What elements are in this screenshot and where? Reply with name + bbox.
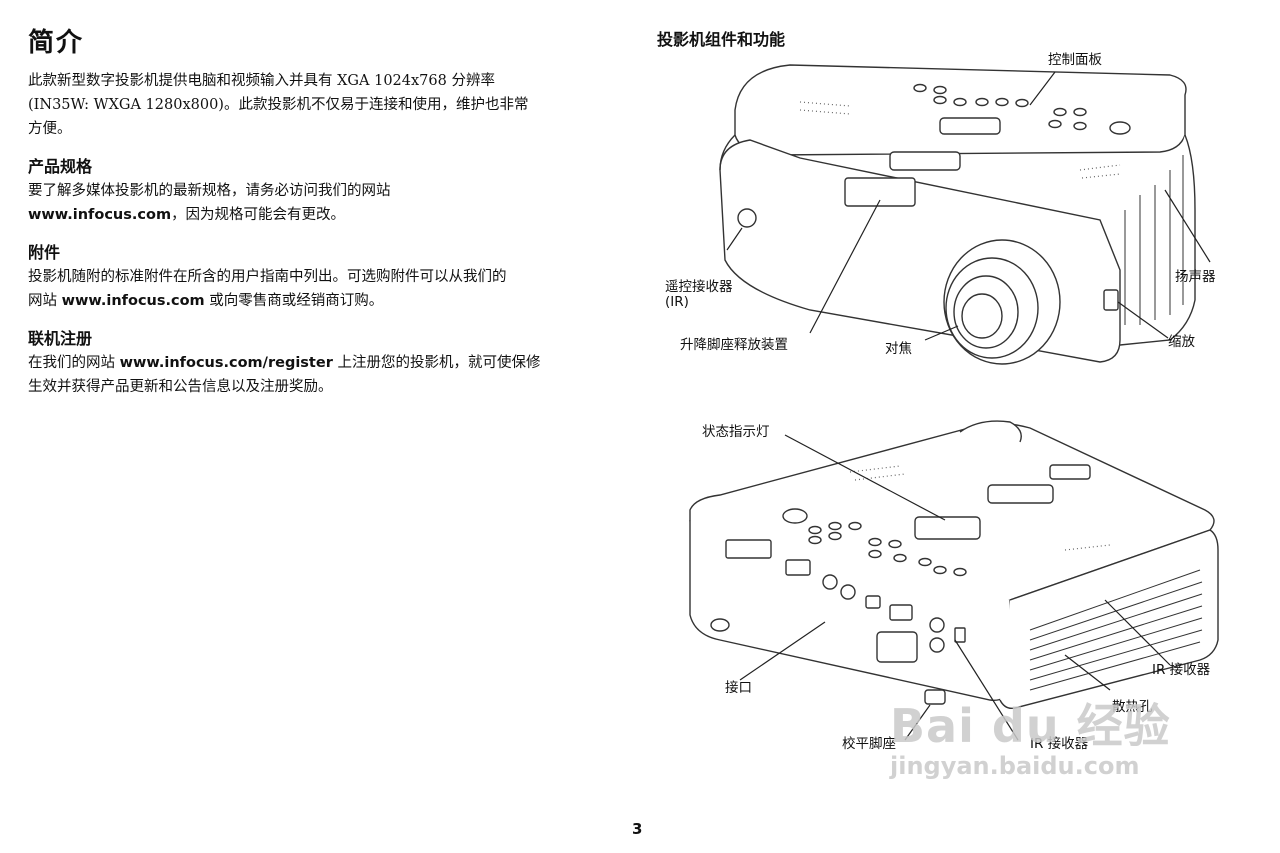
intro-paragraph: 此款新型数字投影机提供电脑和视频输入并具有 XGA 1024x768 分辨率 (… (28, 69, 628, 141)
intro-line: (IN35W: WXGA 1280x800)。此款投影机不仅易于连接和使用，维护… (28, 97, 529, 113)
label-ir-receiver-bottom: IR 接收器 (1030, 736, 1089, 752)
registration-line: 生效并获得产品更新和公告信息以及注册奖励。 (28, 379, 333, 395)
accessories-before-link: 网站 (28, 293, 62, 309)
label-control-panel: 控制面板 (1048, 52, 1102, 68)
page-number: 3 (632, 820, 643, 838)
accessories-link[interactable]: www.infocus.com (61, 293, 205, 309)
front-projector-drawing (719, 64, 1196, 365)
rear-projector-drawing (689, 420, 1219, 710)
registration-title: 联机注册 (28, 329, 93, 348)
specs-title: 产品规格 (28, 157, 93, 176)
label-leveling-foot: 校平脚座 (842, 736, 896, 752)
label-status-light: 状态指示灯 (702, 424, 770, 440)
label-remote-receiver: 遥控接收器 (665, 279, 733, 295)
label-zoom: 缩放 (1168, 334, 1195, 350)
registration-before-link: 在我们的网站 (28, 355, 120, 371)
baidu-watermark: Bai du 经验 jingyan.baidu.com (890, 690, 1171, 780)
label-connectors: 接口 (725, 680, 752, 696)
registration-paragraph: 在我们的网站 www.infocus.com/register 上注册您的投影机… (28, 351, 628, 399)
intro-line: 方便。 (28, 121, 72, 137)
rear-callout-lines (739, 434, 1171, 741)
specs-paragraph: 要了解多媒体投影机的最新规格，请务必访问我们的网站 www.infocus.co… (28, 179, 628, 227)
accessories-after-link: 或向零售商或经销商订购。 (204, 293, 384, 309)
registration-link[interactable]: www.infocus.com/register (119, 355, 333, 371)
watermark-logo: Bai du 经验 (890, 699, 1171, 753)
label-elevator-release: 升降脚座释放装置 (680, 337, 788, 353)
specs-line: 要了解多媒体投影机的最新规格，请务必访问我们的网站 (28, 183, 391, 199)
label-ir-receiver-right: IR 接收器 (1152, 662, 1211, 678)
intro-line: 此款新型数字投影机提供电脑和视频输入并具有 XGA 1024x768 分辨率 (28, 73, 495, 89)
specs-link[interactable]: www.infocus.com (28, 207, 172, 223)
accessories-title: 附件 (28, 243, 61, 262)
front-callout-lines (726, 71, 1211, 341)
accessories-paragraph: 投影机随附的标准附件在所含的用户指南中列出。可选购附件可以从我们的 网站 www… (28, 265, 628, 313)
accessories-line: 投影机随附的标准附件在所含的用户指南中列出。可选购附件可以从我们的 (28, 269, 507, 285)
registration-after-link: 上注册您的投影机，就可使保修 (332, 355, 541, 371)
text-column: 简介 此款新型数字投影机提供电脑和视频输入并具有 XGA 1024x768 分辨… (28, 22, 628, 399)
specs-after-link: ，因为规格可能会有更改。 (171, 207, 346, 223)
components-title: 投影机组件和功能 (657, 30, 786, 49)
label-remote-receiver-ir: (IR) (665, 294, 689, 310)
label-speaker: 扬声器 (1175, 269, 1216, 285)
intro-title: 简介 (28, 28, 85, 58)
projector-illustrations: 控制面板 扬声器 遥控接收器 (IR) 缩放 升降脚座释放装置 对焦 状态指示灯… (650, 40, 1280, 820)
label-vents: 散热孔 (1112, 699, 1153, 715)
label-focus: 对焦 (885, 341, 912, 357)
projector-drawings (689, 64, 1219, 741)
watermark-url: jingyan.baidu.com (890, 752, 1140, 780)
